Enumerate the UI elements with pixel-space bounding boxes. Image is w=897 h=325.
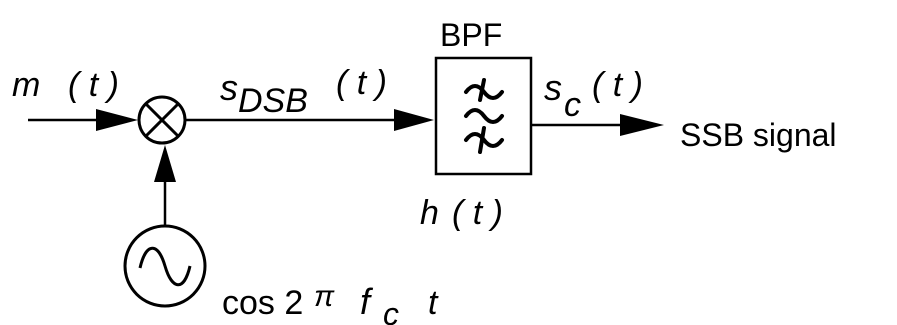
output-var: s [544, 67, 562, 108]
input-arrow [28, 109, 138, 131]
impulse-var: h [420, 194, 439, 232]
carrier-arrow [154, 145, 176, 227]
impulse-arg: ( t ) [452, 194, 503, 232]
output-arg: ( t ) [592, 66, 643, 104]
dsb-var: s [220, 67, 238, 108]
output-label: s c ( t ) [544, 66, 643, 124]
ssb-signal-label: SSB signal [680, 117, 837, 153]
bandpass-filter-icon [464, 78, 504, 154]
dsb-subscript: DSB [238, 82, 308, 120]
multiplier-icon [137, 95, 187, 145]
bandpass-filter-block [434, 56, 533, 176]
impulse-response-label: h ( t ) [420, 194, 503, 232]
output-subscript: c [564, 86, 581, 124]
carrier-t: t [428, 284, 439, 322]
input-var: m [12, 66, 40, 104]
dsb-label: s DSB ( t ) [220, 64, 387, 120]
input-arg: ( t ) [68, 66, 119, 104]
bpf-label: BPF [440, 17, 502, 53]
carrier-subscript: c [383, 296, 399, 325]
carrier-f: f [360, 281, 374, 322]
dsb-arrow [186, 109, 434, 131]
oscillator-icon [123, 224, 207, 308]
input-label: m ( t ) [12, 66, 119, 104]
dsb-arg: ( t ) [336, 64, 387, 102]
carrier-pi: π [314, 280, 335, 313]
carrier-label: cos 2 π f c t [222, 280, 439, 325]
carrier-cos: cos 2 [222, 284, 303, 322]
output-arrow [531, 114, 664, 136]
